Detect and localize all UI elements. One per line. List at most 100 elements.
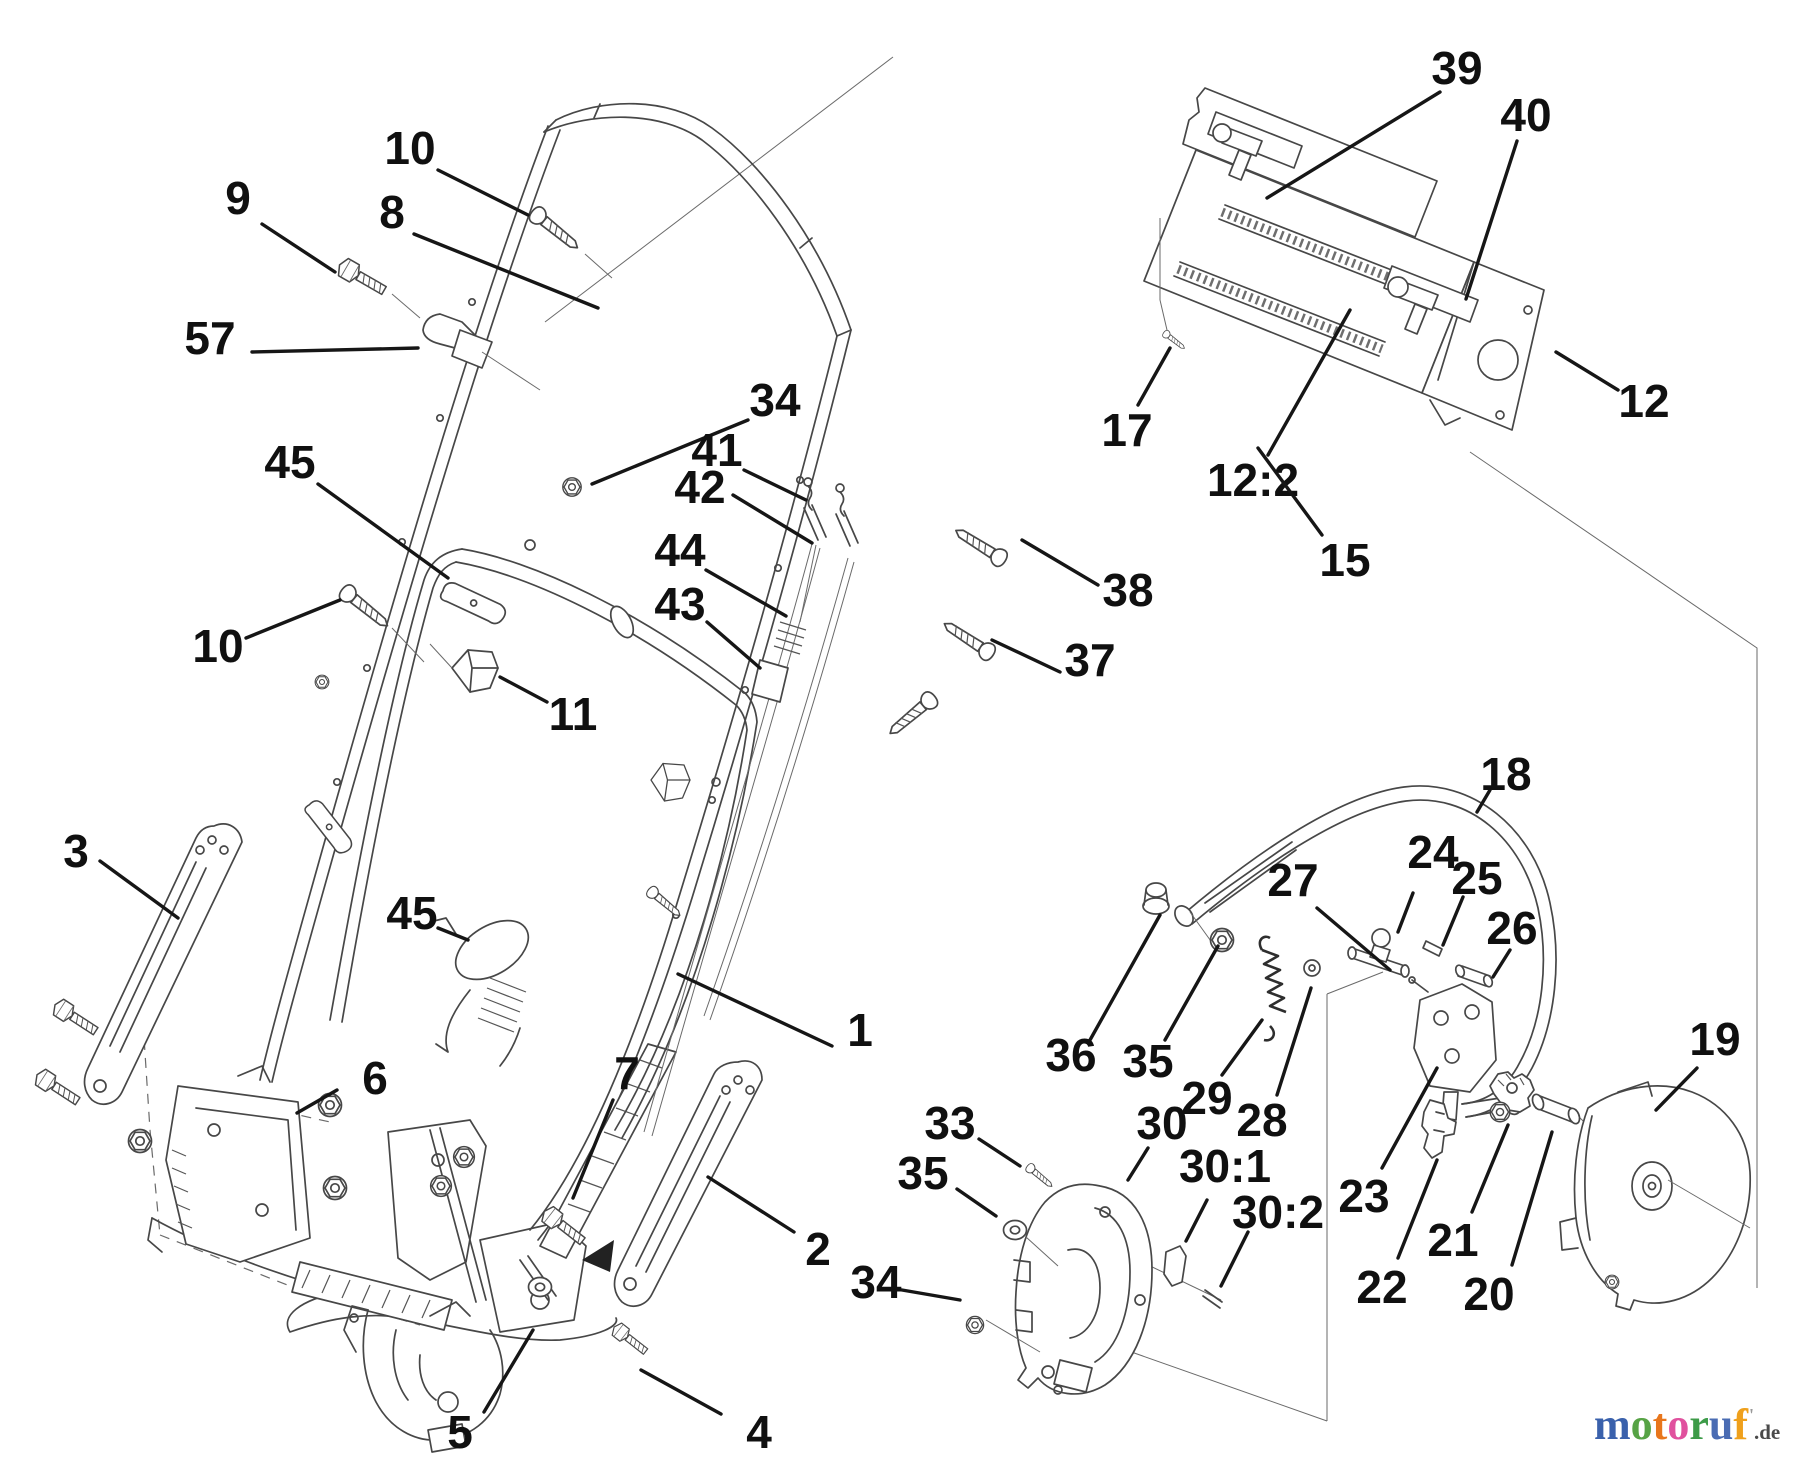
callout-21-label: 21: [1427, 1214, 1478, 1266]
callout-12-label: 12: [1618, 375, 1669, 427]
callout-17-label: 17: [1101, 404, 1152, 456]
callout-37-label: 37: [1064, 634, 1115, 686]
callout-34b-label: 34: [850, 1256, 902, 1308]
logo-letter: m: [1594, 1400, 1631, 1449]
pointer-arrow: [582, 1240, 614, 1272]
callout-20-label: 20: [1463, 1268, 1514, 1320]
callout-42-label: 42: [674, 461, 725, 513]
callout-6-leader: [295, 1088, 339, 1115]
bolt-9: [333, 255, 390, 300]
t-knob-40: [1383, 265, 1479, 335]
callout-33-leader: [977, 1137, 1022, 1168]
pin-25: [1422, 940, 1443, 957]
callout-57-leader: [250, 346, 420, 354]
motoruf-logo-word: motoruf: [1594, 1400, 1748, 1449]
logo-letter: o: [1630, 1400, 1653, 1449]
callout-8-leader: [412, 232, 600, 310]
callout-38-leader: [1020, 538, 1100, 587]
callout-40-leader: [1464, 139, 1519, 301]
callout-26-leader: [1491, 948, 1512, 979]
callout-1-label: 1: [847, 1004, 873, 1056]
callout-24-label: 24: [1407, 826, 1459, 878]
callout-45b-label: 45: [386, 887, 437, 939]
rod-27: [1347, 946, 1429, 993]
callout-43-label: 43: [654, 578, 705, 630]
clamp-45-upper: [439, 582, 507, 625]
callout-35a-leader: [1163, 944, 1220, 1042]
conduit-fitting-43: [751, 659, 789, 703]
logo-tick: ': [1748, 1405, 1754, 1425]
motoruf-logo[interactable]: motoruf'.de: [1594, 1399, 1800, 1453]
callout-18-label: 18: [1480, 748, 1531, 800]
callout-12:2-leader: [1266, 308, 1352, 457]
logo-letter: u: [1708, 1400, 1734, 1449]
screw-37: [938, 615, 999, 664]
callout-2-leader: [706, 1175, 796, 1234]
callout-17-leader: [1136, 346, 1172, 407]
callout-42-leader: [731, 493, 814, 545]
gear-cover-left: [985, 1183, 1223, 1395]
screw-17: [1160, 328, 1188, 352]
callout-41-label: 41: [691, 424, 742, 476]
callout-30:2-leader: [1219, 1230, 1250, 1288]
cable-clip: [650, 762, 691, 802]
callout-1-leader: [676, 972, 834, 1048]
nut-deck-left: [127, 1128, 153, 1154]
callout-10b-leader: [244, 598, 342, 640]
callout-18-leader: [1475, 788, 1492, 814]
bolt-brace3-upper: [49, 996, 102, 1040]
callout-36-leader: [1088, 913, 1162, 1042]
callout-22-leader: [1396, 1158, 1439, 1260]
callout-6-label: 6: [362, 1052, 388, 1104]
callout-15-label: 15: [1319, 534, 1370, 586]
callout-19-label: 19: [1689, 1013, 1740, 1065]
washer-35-left: [1002, 1219, 1028, 1241]
spacer-26: [1454, 964, 1494, 988]
callout-7-leader: [571, 1098, 615, 1200]
callout-5-leader: [482, 1328, 535, 1414]
screw-handle-right: [883, 688, 942, 742]
callout-40-label: 40: [1500, 89, 1551, 141]
nut-handle-left: [314, 674, 330, 690]
callout-24-leader: [1396, 891, 1415, 934]
spring-29: [1258, 935, 1287, 1042]
callout-12:2-label: 12:2: [1207, 454, 1299, 506]
pawl-30-1: [1163, 1245, 1187, 1287]
callout-10a-leader: [436, 168, 530, 217]
handle-bracket-left-6: [165, 1065, 311, 1263]
callout-8-label: 8: [379, 186, 405, 238]
callout-25-label: 25: [1451, 852, 1502, 904]
callout-30:1-leader: [1184, 1198, 1209, 1243]
callout-5-label: 5: [447, 1406, 473, 1458]
callout-9-leader: [260, 222, 337, 274]
callout-45a-leader: [316, 482, 450, 580]
callout-30:1-label: 30:1: [1179, 1140, 1271, 1192]
callout-11-leader: [498, 675, 549, 704]
callout-45a-label: 45: [264, 436, 315, 488]
nut-35-bail: [1209, 927, 1235, 953]
callout-33-label: 33: [924, 1097, 975, 1149]
fasteners: [31, 203, 1620, 1359]
latch-22: [1421, 1099, 1457, 1159]
callout-4-label: 4: [746, 1406, 772, 1458]
washer-5: [527, 1276, 553, 1298]
screw-10-lower: [335, 581, 394, 634]
brace-2: [613, 1060, 763, 1307]
callout-39-label: 39: [1431, 42, 1482, 94]
callout-15-leader: [1256, 446, 1324, 537]
callout-34a-label: 34: [749, 374, 801, 426]
callout-20-leader: [1510, 1130, 1554, 1267]
logo-letter: o: [1667, 1400, 1690, 1449]
callout-10a-label: 10: [384, 122, 435, 174]
callout-23-label: 23: [1338, 1170, 1389, 1222]
brace-3: [83, 823, 243, 1105]
callout-35b-label: 35: [897, 1147, 948, 1199]
callout-45b-leader: [436, 926, 470, 942]
washer-28: [1303, 959, 1321, 977]
callout-9-label: 9: [225, 172, 251, 224]
rope-guide-45b: [429, 917, 530, 1067]
upper-handle: [259, 102, 852, 1259]
wheel-housing: [362, 1309, 504, 1441]
